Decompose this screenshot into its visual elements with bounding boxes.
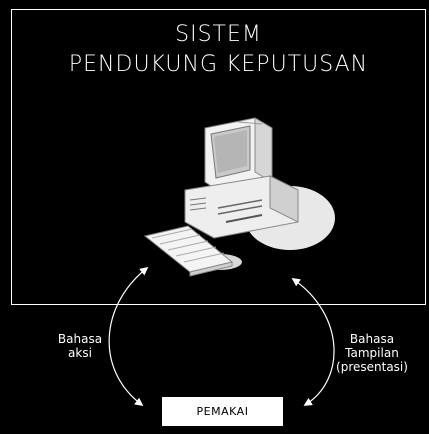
computer-icon	[143, 117, 335, 277]
label-bahasa-tampilan: Bahasa Tampilan (presentasi)	[320, 332, 424, 374]
title-line-1: SISTEM	[175, 22, 262, 47]
label-right-line-2: Tampilan	[345, 346, 399, 360]
user-box: PEMAKAI	[162, 397, 283, 426]
curved-arrow-left	[108, 266, 149, 407]
label-right-line-1: Bahasa	[349, 332, 395, 346]
title-line-2: PENDUKUNG KEPUTUSAN	[68, 52, 369, 77]
label-bahasa-aksi: Bahasa aksi	[44, 332, 116, 360]
user-box-label: PEMAKAI	[196, 405, 249, 418]
curved-arrow-right	[291, 278, 335, 406]
label-left-line-1: Bahasa	[57, 332, 103, 346]
label-left-line-2: aksi	[68, 346, 92, 360]
system-box	[11, 9, 426, 305]
label-right-line-3: (presentasi)	[336, 360, 408, 374]
